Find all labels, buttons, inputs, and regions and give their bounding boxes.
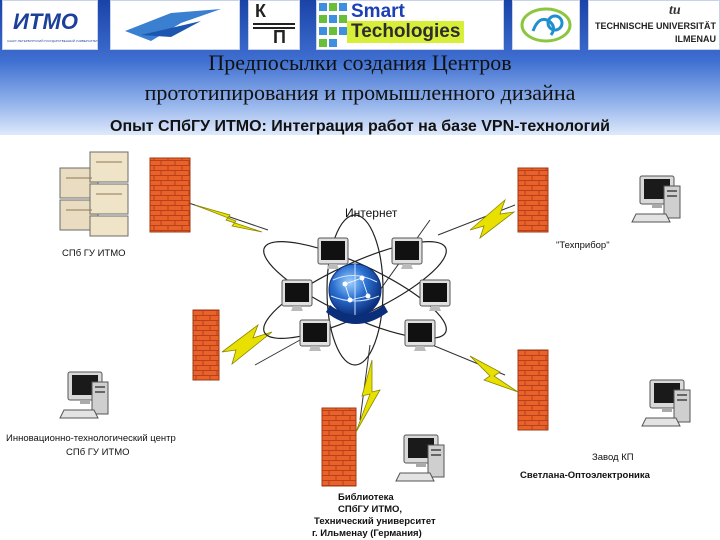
computer-icon [395,434,445,482]
label-zavod: Завод КП [592,452,634,463]
page-title-line-2: прототипирования и промышленного дизайна [144,80,576,105]
lightning-icon [194,204,263,233]
smart-technologies-logo: Smart Techologies [316,0,504,50]
monitor-icon [419,279,451,312]
firewall-tekhpribor [517,167,549,233]
page-subtitle: Опыт СПбГУ ИТМО: Интеграция работ на баз… [110,118,610,135]
label-innov-line-1: Инновационно-технологический центр [6,433,176,444]
computer-icon [641,379,691,427]
firewall-innov [192,309,220,381]
itmo-logo: ИТМО САНКТ-ПЕТЕРБУРГСКИЙ ГОСУДАРСТВЕННЫЙ… [2,0,98,50]
kp-logo: К П [248,0,300,50]
page-title-line-1: Предпосылки создания Центров [208,50,512,75]
label-library-line-2: СПбГУ ИТМО, [338,504,403,515]
lightning-icon [469,198,516,240]
vpn-lightning-bolts [194,198,519,433]
lightning-icon [355,359,381,433]
lightning-icon [221,323,273,366]
monitor-icon [391,237,423,270]
label-tekhpribor: "Техприбор" [556,240,610,251]
firewall-spbgu [149,157,191,233]
label-innov-line-2: СПб ГУ ИТМО [66,447,130,458]
tp-logo [110,0,240,50]
tu-ilmenau-logo: tu TECHNISCHE UNIVERSITÄT ILMENAU [588,0,720,50]
so-logo [512,0,580,50]
so-emblem-icon [520,7,572,43]
server-rack-icon [59,151,129,237]
monitor-icon [299,319,331,352]
grid-mosaic-icon [319,3,347,47]
internet-globe-icon [263,214,447,366]
firewall-zavod [517,349,549,431]
lightning-icon [469,355,519,393]
monitor-icon [404,319,436,352]
tp-emblem-icon [123,5,227,45]
label-library-line-1: Библиотека [338,492,394,503]
label-library-line-3: Технический университет [314,516,436,527]
label-library-line-4: г. Ильменау (Германия) [312,528,422,539]
label-svetlana: Светлана-Оптоэлектроника [520,470,650,481]
firewall-library [321,407,357,487]
monitor-icon [317,237,349,270]
label-internet: Интернет [345,206,398,220]
label-spbgu: СПб ГУ ИТМО [62,248,126,259]
monitor-icon [281,279,313,312]
computer-icon [631,175,681,223]
computer-icon [59,371,109,419]
